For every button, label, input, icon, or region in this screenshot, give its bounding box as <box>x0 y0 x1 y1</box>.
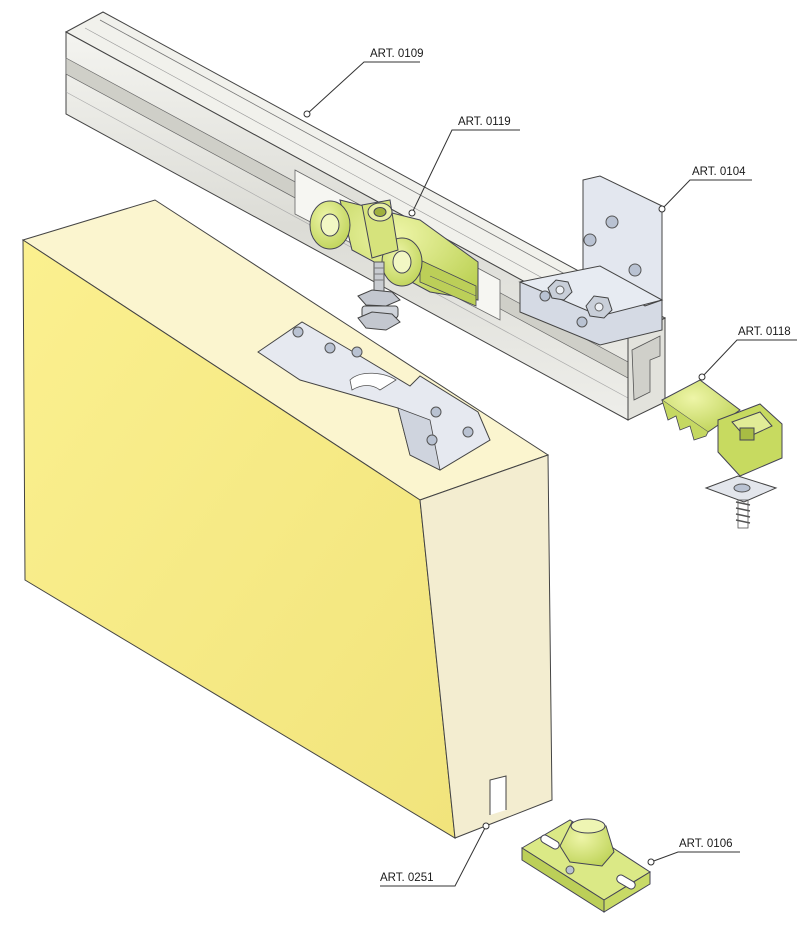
leader-floor-guide <box>650 851 740 863</box>
label-art-0106: ART. 0106 <box>679 838 733 850</box>
label-art-0251: ART. 0251 <box>380 872 434 884</box>
rail-stop <box>661 379 783 529</box>
callout-dots <box>303 110 706 866</box>
label-art-0104: ART. 0104 <box>692 166 746 178</box>
ceiling-bracket <box>518 175 664 346</box>
dot-rail <box>303 110 311 118</box>
label-art-0109: ART. 0109 <box>370 48 424 60</box>
leader-trolley <box>411 129 520 214</box>
floor-guide <box>521 818 651 913</box>
dot-groove <box>482 822 490 830</box>
leader-rail <box>306 61 420 115</box>
dot-bracket <box>658 205 666 213</box>
leader-stop <box>701 339 797 378</box>
dot-stop <box>698 373 706 381</box>
leader-groove <box>380 825 487 887</box>
dot-floor-guide <box>647 858 655 866</box>
callout-leaders <box>306 61 797 887</box>
label-art-0119: ART. 0119 <box>458 116 511 128</box>
leader-bracket <box>661 179 752 210</box>
trolley-assembly <box>309 199 479 331</box>
label-art-0118: ART. 0118 <box>738 326 791 338</box>
door-top-plate <box>257 321 491 471</box>
dot-trolley <box>408 209 416 217</box>
